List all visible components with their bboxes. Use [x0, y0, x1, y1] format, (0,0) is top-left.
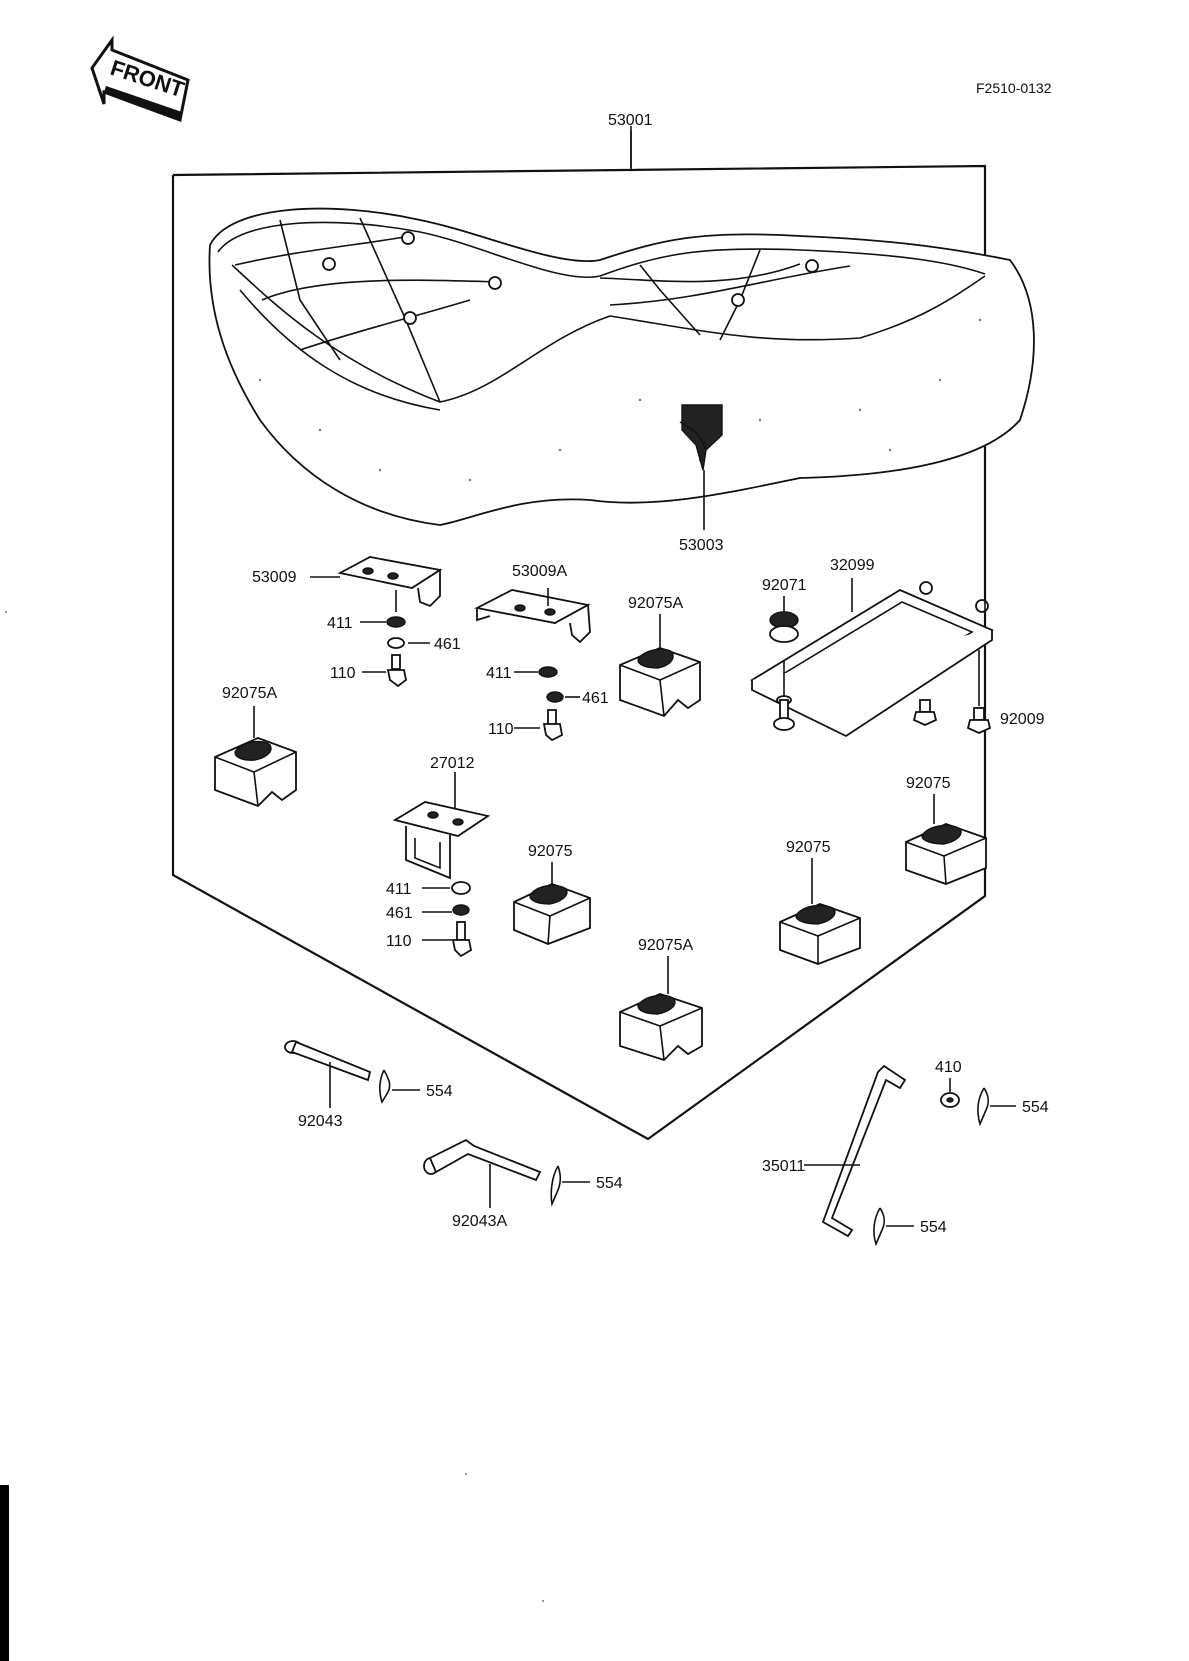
label-92009: 92009 [1000, 711, 1045, 728]
label-92043a: 92043A [452, 1213, 507, 1230]
label-461-b: 461 [582, 690, 609, 707]
bracket-53009 [310, 556, 443, 688]
label-92075-center: 92075 [528, 843, 573, 860]
label-92075-far-right: 92075 [906, 775, 951, 792]
label-92043: 92043 [298, 1113, 343, 1130]
washer-410 [940, 1078, 960, 1108]
label-110-b: 110 [488, 721, 514, 738]
label-53009: 53009 [252, 569, 297, 586]
pin-92043 [284, 1040, 372, 1108]
label-35011: 35011 [762, 1158, 805, 1175]
label-410: 410 [935, 1059, 962, 1076]
label-27012: 27012 [430, 755, 475, 772]
clip-554-b [550, 1165, 590, 1207]
bracket-53009a [474, 588, 591, 742]
label-554-b: 554 [596, 1175, 623, 1192]
label-92075-right: 92075 [786, 839, 831, 856]
scan-edge-bar [0, 1485, 9, 1661]
damper-92075-center [513, 883, 591, 945]
grommet-92071 [769, 596, 799, 643]
label-92075a-left: 92075A [222, 685, 277, 702]
bracket-27012 [392, 772, 491, 958]
label-110-c: 110 [386, 933, 412, 950]
label-110-a: 110 [330, 665, 356, 682]
label-461-a: 461 [434, 636, 461, 653]
label-554-a: 554 [426, 1083, 453, 1100]
label-461-c: 461 [386, 905, 413, 922]
clip-554-d [873, 1207, 914, 1247]
damper-92075-far-right [905, 823, 987, 885]
label-411-c: 411 [386, 881, 412, 898]
front-arrow-icon: FRONT [90, 35, 190, 123]
label-92075a-upper: 92075A [628, 595, 683, 612]
label-411-a: 411 [327, 615, 353, 632]
label-92075a-lower: 92075A [638, 937, 693, 954]
label-53009a: 53009A [512, 563, 567, 580]
label-53003: 53003 [679, 537, 724, 554]
damper-92075-right [779, 903, 861, 965]
clip-554-a [379, 1069, 420, 1104]
damper-92075a-upper [619, 647, 701, 718]
figure-code: F2510-0132 [976, 80, 1052, 96]
label-32099: 32099 [830, 557, 875, 574]
seat-illustration [208, 207, 1035, 526]
label-92071: 92071 [762, 577, 807, 594]
pin-92043a [423, 1138, 542, 1208]
tray-32099 [750, 578, 994, 738]
label-411-b: 411 [486, 665, 512, 682]
rod-35011 [804, 1064, 907, 1238]
label-554-d: 554 [920, 1219, 947, 1236]
clip-554-c [977, 1087, 1016, 1127]
damper-92075a-left [214, 737, 297, 808]
label-53001: 53001 [608, 112, 653, 129]
label-554-c: 554 [1022, 1099, 1049, 1116]
damper-92075a-lower [619, 993, 703, 1062]
